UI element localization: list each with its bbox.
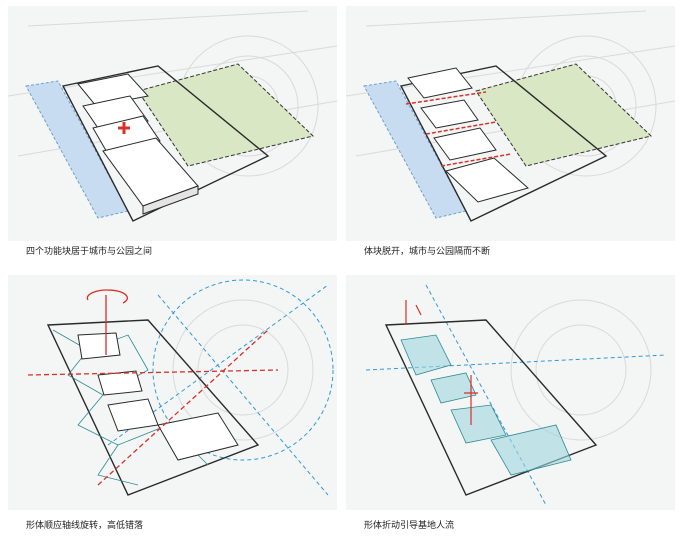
park-zone <box>137 63 315 167</box>
red-cross-icon <box>118 122 130 134</box>
red-flow-lines <box>405 300 478 425</box>
panel-3-drawing <box>27 279 334 496</box>
caption-panel-4: 形体折动引导基地人流 <box>364 521 455 531</box>
red-axis-diagonal <box>97 329 269 486</box>
diagram-panel-2 <box>346 6 675 241</box>
site-boundary <box>399 65 608 222</box>
site-boundary <box>61 65 270 222</box>
diagram-panel-4 <box>346 275 675 510</box>
panel-1-drawing <box>8 10 337 222</box>
caption-panel-3: 形体顺应轴线旋转，高低错落 <box>26 521 144 531</box>
caption-panel-2: 体块脱开，城市与公园隔而不断 <box>364 247 491 257</box>
panel-2-drawing <box>346 10 675 222</box>
rotation-arrow-icon <box>86 289 128 355</box>
separation-arrows <box>405 91 512 167</box>
rotated-blocks <box>77 332 239 461</box>
diagram-panel-1 <box>8 6 337 241</box>
building-blocks <box>77 73 199 215</box>
panel-4-drawing <box>365 284 667 506</box>
separated-blocks <box>407 67 530 203</box>
park-zone <box>475 63 653 167</box>
flow-facets <box>400 334 572 476</box>
site-context <box>172 299 314 441</box>
caption-panel-1: 四个功能块居于城市与公园之间 <box>26 247 153 257</box>
site-boundary <box>384 319 598 496</box>
site-boundary <box>46 319 260 496</box>
site-context <box>510 299 652 441</box>
diagram-panel-3 <box>8 275 337 510</box>
red-axis <box>27 369 279 376</box>
axis-lines <box>107 279 334 496</box>
